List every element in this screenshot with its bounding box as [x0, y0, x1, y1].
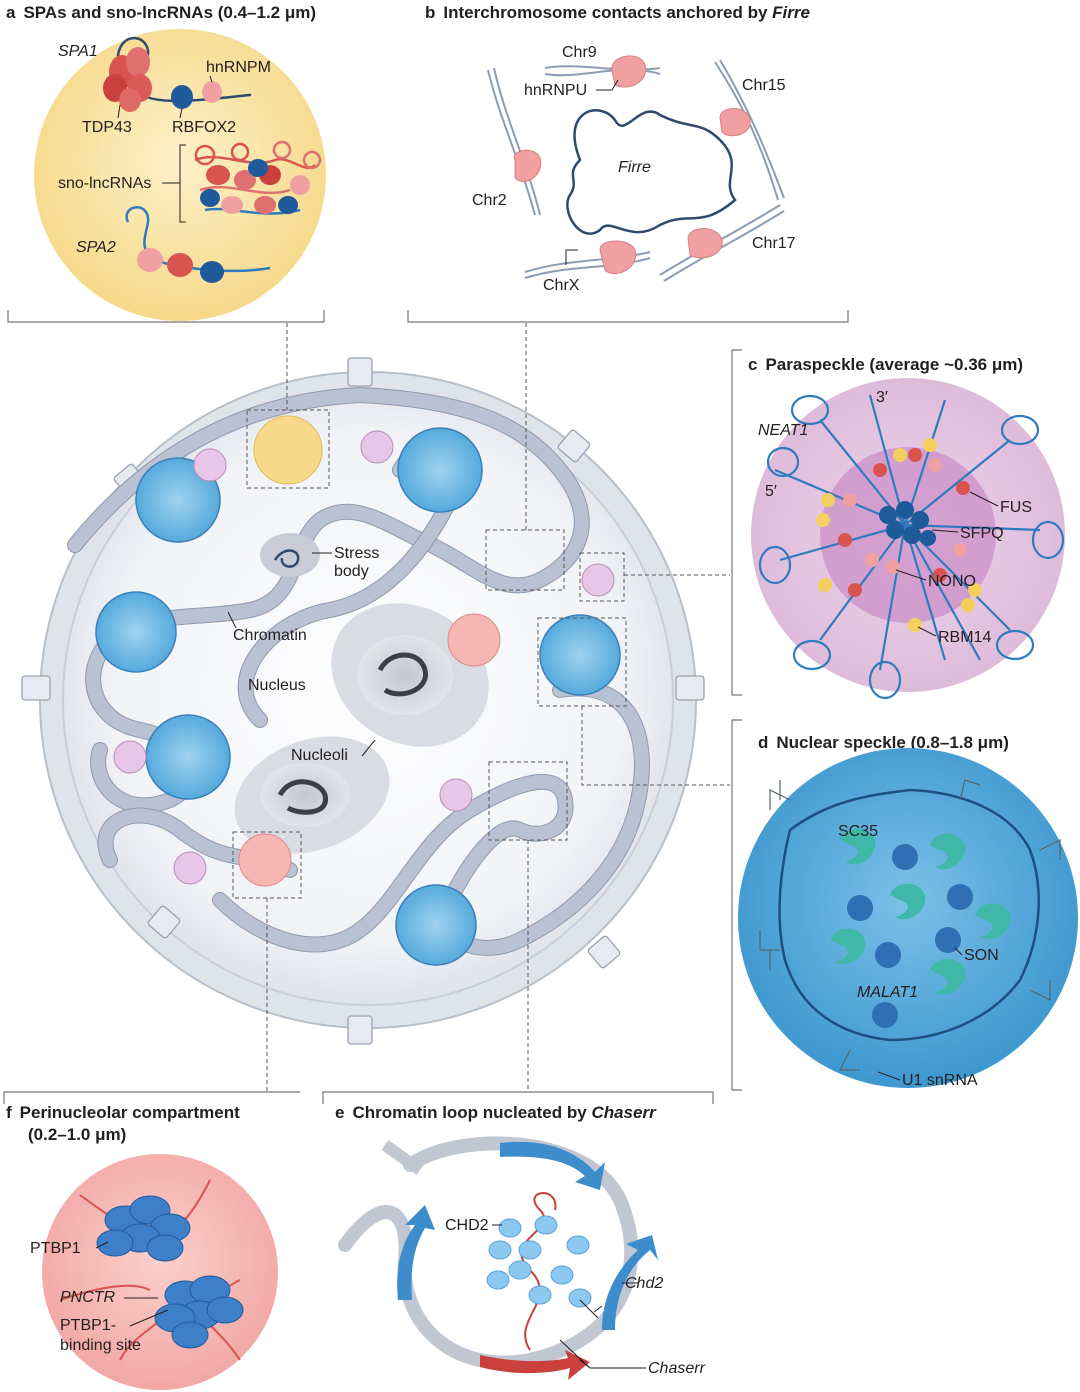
label-rbm14: RBM14 [938, 629, 991, 646]
spa2-complex [125, 206, 271, 283]
label-chr9: Chr9 [562, 44, 597, 61]
label-ptbp1: PTBP1 [30, 1240, 81, 1257]
nucleoli [234, 603, 489, 854]
label-five-prime: 5′ [765, 483, 777, 500]
stress-body [260, 533, 320, 577]
nucleus: Stress body Chromatin Nucleus Nucleoli [21, 323, 730, 1092]
label-chromatin: Chromatin [233, 627, 307, 644]
panel-f-title-line2: (0.2–1.0 μm) [28, 1125, 126, 1144]
label-chr15: Chr15 [742, 77, 786, 94]
sno-lncrna-cluster [194, 140, 322, 215]
label-sfpq: SFPQ [960, 525, 1004, 542]
label-son: SON [964, 947, 999, 964]
label-binding-line2: binding site [60, 1337, 141, 1354]
label-chd2-gene: Chd2 [625, 1275, 663, 1292]
label-chaserr: Chaserr [648, 1360, 706, 1377]
label-sc35: SC35 [838, 823, 878, 840]
label-hnrnpu: hnRNPU [524, 82, 587, 99]
label-three-prime: 3′ [876, 389, 888, 406]
label-chd2-protein: CHD2 [445, 1217, 489, 1234]
label-neat1: NEAT1 [758, 422, 808, 439]
label-nucleus: Nucleus [248, 677, 306, 694]
label-spa2: SPA2 [76, 239, 116, 256]
label-nono: NONO [928, 573, 976, 590]
label-chr2: Chr2 [472, 192, 507, 209]
label-pnctr: PNCTR [60, 1289, 116, 1306]
mini-speckles [95, 427, 621, 966]
chromatin-fibers [67, 386, 650, 956]
label-chrx: ChrX [543, 277, 580, 294]
label-hnrnpm: hnRNPM [206, 59, 271, 76]
label-sno-lncrnas: sno-lncRNAs [58, 175, 151, 192]
label-firre: Firre [618, 159, 651, 176]
label-stress-line2: body [334, 563, 369, 580]
label-spa1: SPA1 [58, 43, 98, 60]
label-stress-line1: Stress [334, 545, 379, 562]
label-u1-snrna: U1 snRNA [902, 1072, 978, 1089]
label-nucleoli: Nucleoli [291, 747, 348, 764]
label-rbfox2: RBFOX2 [172, 119, 236, 136]
label-tdp43: TDP43 [82, 119, 132, 136]
spa1-complex [103, 36, 252, 112]
label-binding-line1: PTBP1- [60, 1317, 116, 1334]
label-fus: FUS [1000, 499, 1032, 516]
label-chr17: Chr17 [752, 235, 796, 252]
label-malat1: MALAT1 [857, 984, 918, 1001]
